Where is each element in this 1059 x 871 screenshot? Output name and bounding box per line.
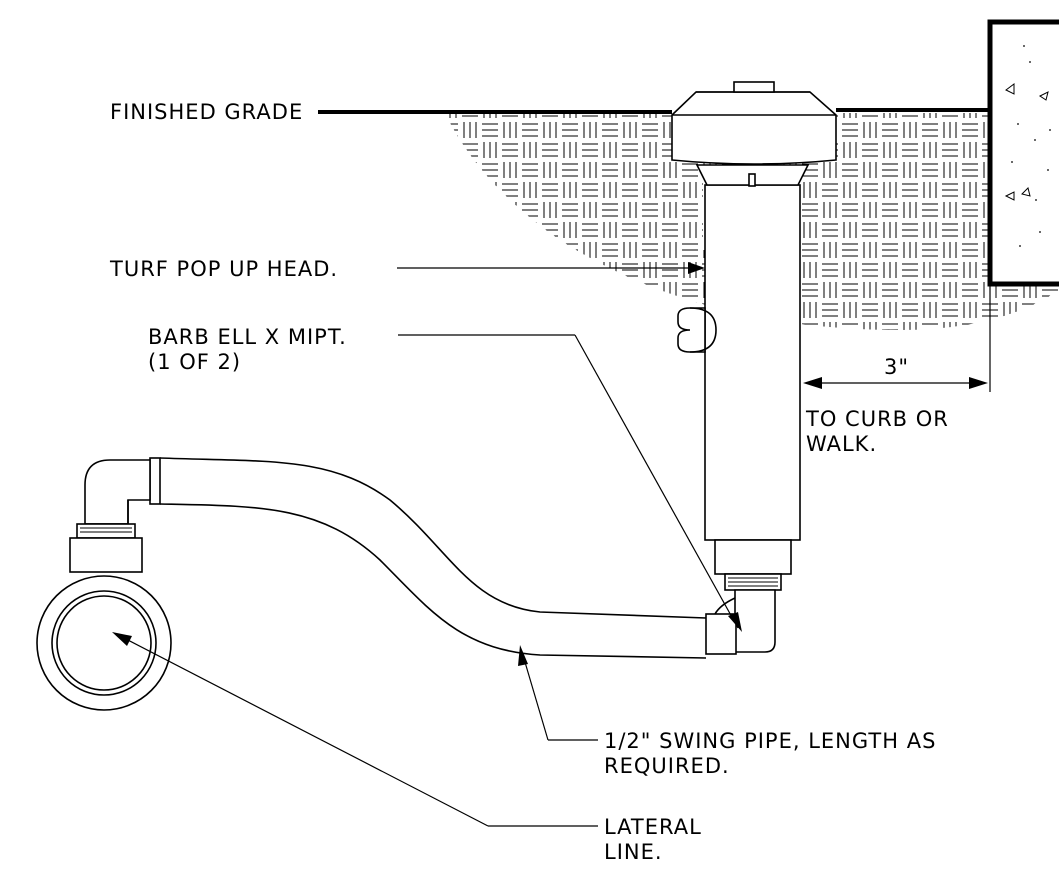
lateral-line-label-line2: LINE. — [604, 840, 663, 864]
finished-grade-line — [318, 108, 990, 114]
curb-label-line1: TO CURB OR — [805, 407, 949, 431]
dimension-label: 3" — [884, 355, 909, 379]
pop-up-head — [671, 81, 837, 653]
finished-grade-label: FINISHED GRADE — [110, 100, 303, 124]
leader-lines — [121, 267, 991, 827]
arrowheads — [112, 262, 988, 666]
turf-pop-up-head-label: TURF POP UP HEAD. — [109, 257, 338, 281]
curb-label-line2: WALK. — [806, 432, 877, 456]
barb-ell-count-label: (1 OF 2) — [148, 350, 241, 374]
lateral-fittings — [69, 459, 151, 573]
barb-ell-label: BARB ELL X MIPT. — [148, 325, 347, 349]
concrete-curb — [987, 19, 1059, 287]
swing-pipe-label-line2: REQUIRED. — [604, 754, 730, 778]
lateral-line-label-line1: LATERAL — [604, 815, 702, 839]
swing-pipe-label-line1: 1/2" SWING PIPE, LENGTH AS — [604, 729, 936, 753]
swing-pipe — [149, 457, 737, 659]
annotations: FINISHED GRADE TURF POP UP HEAD. BARB EL… — [109, 100, 949, 864]
lateral-line-pipe — [36, 575, 172, 711]
